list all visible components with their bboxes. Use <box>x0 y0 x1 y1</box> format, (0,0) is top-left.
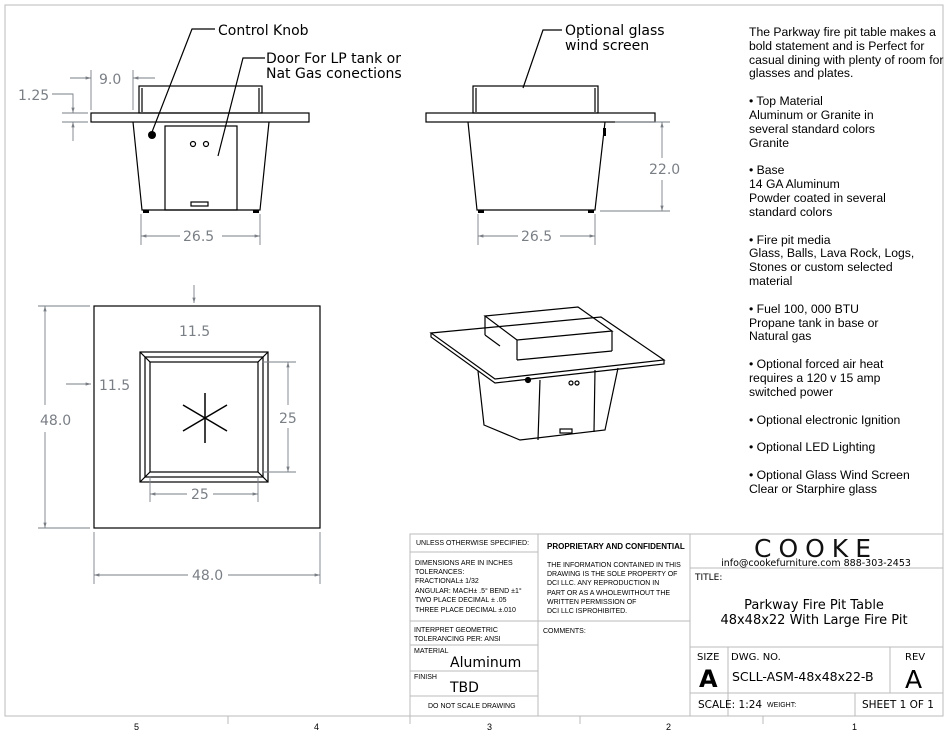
glass-wind-screen <box>138 85 263 114</box>
tolerance-line: FRACTIONAL± 1/32 <box>415 578 479 585</box>
zone-label: 3 <box>487 722 492 732</box>
dim-top-thickness: 1.25 <box>18 88 49 104</box>
material-value: Aluminum <box>450 655 521 671</box>
table-top <box>425 112 656 123</box>
dim-height: 22.0 <box>649 162 680 178</box>
finish-value: TBD <box>449 680 479 696</box>
glass-label-line1: Optional glass <box>565 23 665 39</box>
dim-side-base-width: 26.5 <box>521 229 552 245</box>
proprietary-line: DCI LLC ISPROHIBITED. <box>547 608 627 615</box>
tolerance-line: ANGULAR: MACH± .5° BEND ±1° <box>415 587 522 595</box>
contact-info: info@cookefurniture.com 888-303-2453 <box>721 558 911 569</box>
size-value: A <box>699 665 718 693</box>
isometric-view <box>429 306 666 441</box>
dim-overhang: 9.0 <box>99 72 121 88</box>
tolerance-line: TOLERANCES: <box>415 569 464 576</box>
control-knob-label: Control Knob <box>218 23 309 39</box>
glass-wind-screen <box>472 85 599 114</box>
proprietary-line: THE INFORMATION CONTAINED IN THIS <box>547 562 681 569</box>
fire-pit-pan <box>149 361 259 473</box>
size-label: SIZE <box>697 652 719 663</box>
door-label-line2: Nat Gas conections <box>266 66 402 82</box>
table-top-outline <box>93 305 321 529</box>
dim-offset-top: 11.5 <box>179 324 210 340</box>
scale: SCALE: 1:24 <box>698 699 762 711</box>
glass-label-line2: wind screen <box>565 38 649 54</box>
control-knob-icon <box>148 131 156 139</box>
drawing-title-line1: Parkway Fire Pit Table <box>744 598 884 613</box>
dim-pit-height: 25 <box>279 411 297 427</box>
door <box>164 125 238 211</box>
base <box>467 121 606 211</box>
do-not-scale: DO NOT SCALE DRAWING <box>428 703 516 710</box>
dim-front-base-width: 26.5 <box>183 229 214 245</box>
product-notes: The Parkway fire pit table makes a bold … <box>749 25 944 511</box>
title-label: TITLE: <box>694 573 722 583</box>
proprietary-line: DRAWING IS THE SOLE PROPERTY OF <box>547 571 677 578</box>
burner-star-icon <box>182 393 228 443</box>
zone-markers: 5 4 3 2 1 <box>134 716 857 732</box>
note-ignition: • Optional electronic Ignition <box>749 412 901 427</box>
unless-specified: UNLESS OTHERWISE SPECIFIED: <box>416 540 529 547</box>
table-top <box>90 112 310 123</box>
material-label: MATERIAL <box>414 648 449 655</box>
weight-label: WEIGHT: <box>767 702 796 709</box>
proprietary-line: PART OR AS A WHOLEWITHOUT THE <box>547 590 670 597</box>
comments-label: COMMENTS: <box>543 628 586 635</box>
dim-offset-left: 11.5 <box>99 378 130 394</box>
tolerance-line: TWO PLACE DECIMAL ± .05 <box>415 597 507 604</box>
sheet-number: SHEET 1 OF 1 <box>862 699 934 711</box>
note-led: • Optional LED Lighting <box>749 440 876 455</box>
proprietary-title: PROPRIETARY AND CONFIDENTIAL <box>547 542 685 551</box>
top-view: 11.5 11.5 48.0 48.0 25 25 <box>38 285 321 584</box>
note-glass: • Optional Glass Wind Screen Clear or St… <box>749 468 910 496</box>
proprietary-line: WRITTEN PERMISSION OF <box>547 599 636 606</box>
dwg-no-value: SCLL-ASM-48x48x22-B <box>732 669 874 684</box>
interpret-line: TOLERANCING PER: ANSI <box>414 636 501 643</box>
door-label-line1: Door For LP tank or <box>266 51 401 67</box>
cooke-logo: COOKE <box>754 534 878 563</box>
side-view: Optional glass wind screen 22.0 26.5 <box>425 23 680 245</box>
dim-pit-width: 25 <box>191 487 209 503</box>
front-view: Control Knob Door For LP tank or Nat Gas… <box>18 23 402 245</box>
proprietary-line: DCI LLC. ANY REPRODUCTION IN <box>547 580 659 587</box>
zone-label: 4 <box>314 722 319 732</box>
tolerance-line: THREE PLACE DECIMAL ±.010 <box>415 607 516 614</box>
zone-label: 1 <box>852 722 857 732</box>
finish-label: FINISH <box>414 674 437 681</box>
dim-overall-height: 48.0 <box>40 413 71 429</box>
drawing-title-line2: 48x48x22 With Large Fire Pit <box>720 613 907 628</box>
zone-label: 5 <box>134 722 139 732</box>
notes-intro: The Parkway fire pit table makes a bold … <box>749 25 944 81</box>
rev-value: A <box>905 665 922 694</box>
dwg-no-label: DWG. NO. <box>731 652 781 663</box>
interpret-line: INTERPRET GEOMETRIC <box>414 627 498 634</box>
tolerance-line: DIMENSIONS ARE IN INCHES <box>415 560 513 567</box>
dim-overall-width: 48.0 <box>192 568 223 584</box>
zone-label: 2 <box>666 722 671 732</box>
title-block: UNLESS OTHERWISE SPECIFIED: DIMENSIONS A… <box>409 533 944 717</box>
rev-label: REV <box>905 652 925 663</box>
